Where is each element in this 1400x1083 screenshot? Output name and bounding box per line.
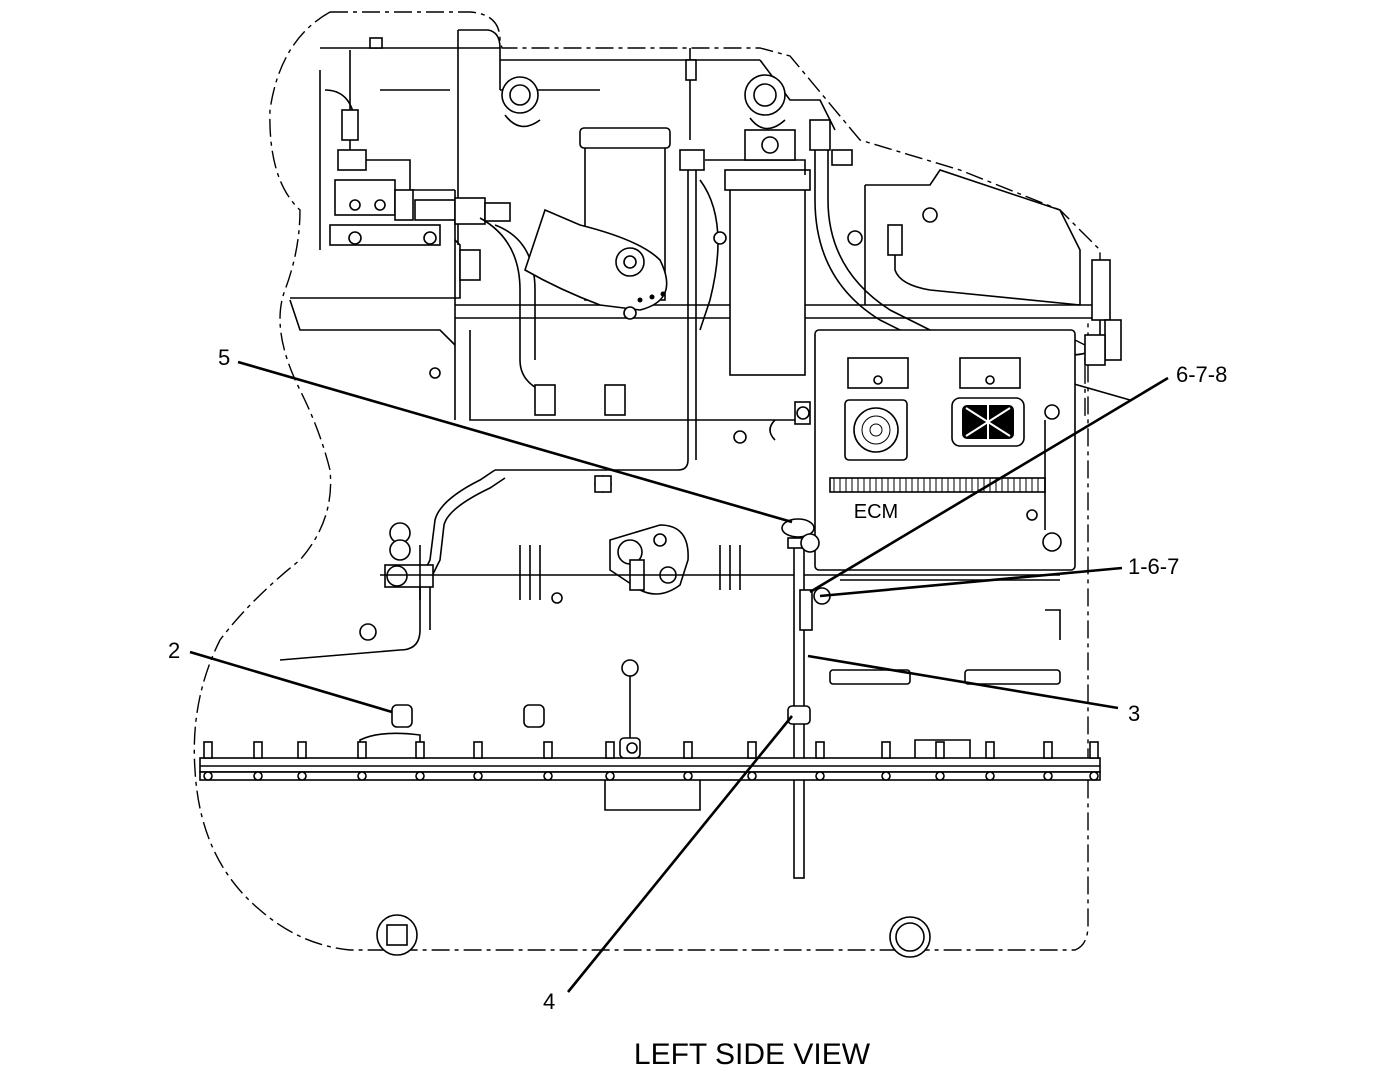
flange-bolt [473,741,483,759]
flange-bolt [881,741,891,759]
flange-bolt [683,741,693,759]
engine-upper-body [289,29,1131,471]
flange-bolt [935,741,945,759]
ecm-module: ECM [814,329,1076,571]
flange-bolt [605,741,615,759]
dipstick-assembly [781,518,831,879]
flange-bolt [203,741,213,759]
flange-bolt [415,741,425,759]
callout-5: 5 [218,345,230,370]
flange-bolt-head [985,771,995,781]
flange-bolt-head [935,771,945,781]
leader-lines [189,360,1169,993]
flange-bolt-head [253,771,263,781]
flange-bolt-head [815,771,825,781]
flange-bolt-head [1043,771,1053,781]
callout-1-6-7: 1-6-7 [1128,554,1179,579]
leader-5 [237,360,793,524]
leader-6-7-8 [809,376,1169,594]
callout-3: 3 [1128,701,1140,726]
view-title: LEFT SIDE VIEW [634,1038,871,1071]
callout-labels: 5 6-7-8 1-6-7 2 3 4 [168,345,1227,1014]
oil-pan [199,704,1101,958]
flange-bolt [815,741,825,759]
flange-bolt-head [415,771,425,781]
leader-3 [807,654,1119,710]
pan-bolts [203,741,1099,781]
flange-bolt [297,741,307,759]
flange-bolt-head [357,771,367,781]
flange-bolt-head [605,771,615,781]
flange-bolt [1089,741,1099,759]
flange-bolt [543,741,553,759]
ecm-label: ECM [854,501,898,523]
leader-1-6-7 [819,566,1123,598]
flange-bolt [985,741,995,759]
flange-bolt-head [203,771,213,781]
flange-bolt [747,741,757,759]
flange-bolt-head [1089,771,1099,781]
flange-bolt-head [473,771,483,781]
flange-bolt-head [543,771,553,781]
callout-4: 4 [543,989,555,1014]
callout-6-7-8: 6-7-8 [1176,362,1227,387]
flange-bolt-head [747,771,757,781]
flange-bolt-head [881,771,891,781]
callout-2: 2 [168,638,180,663]
leader-2 [189,650,393,714]
flange-bolt [253,741,263,759]
flange-bolt [1043,741,1053,759]
flange-bolt-head [683,771,693,781]
flange-bolt [357,741,367,759]
engine-block [279,367,1061,740]
leader-4 [566,715,794,993]
flange-bolt-head [297,771,307,781]
